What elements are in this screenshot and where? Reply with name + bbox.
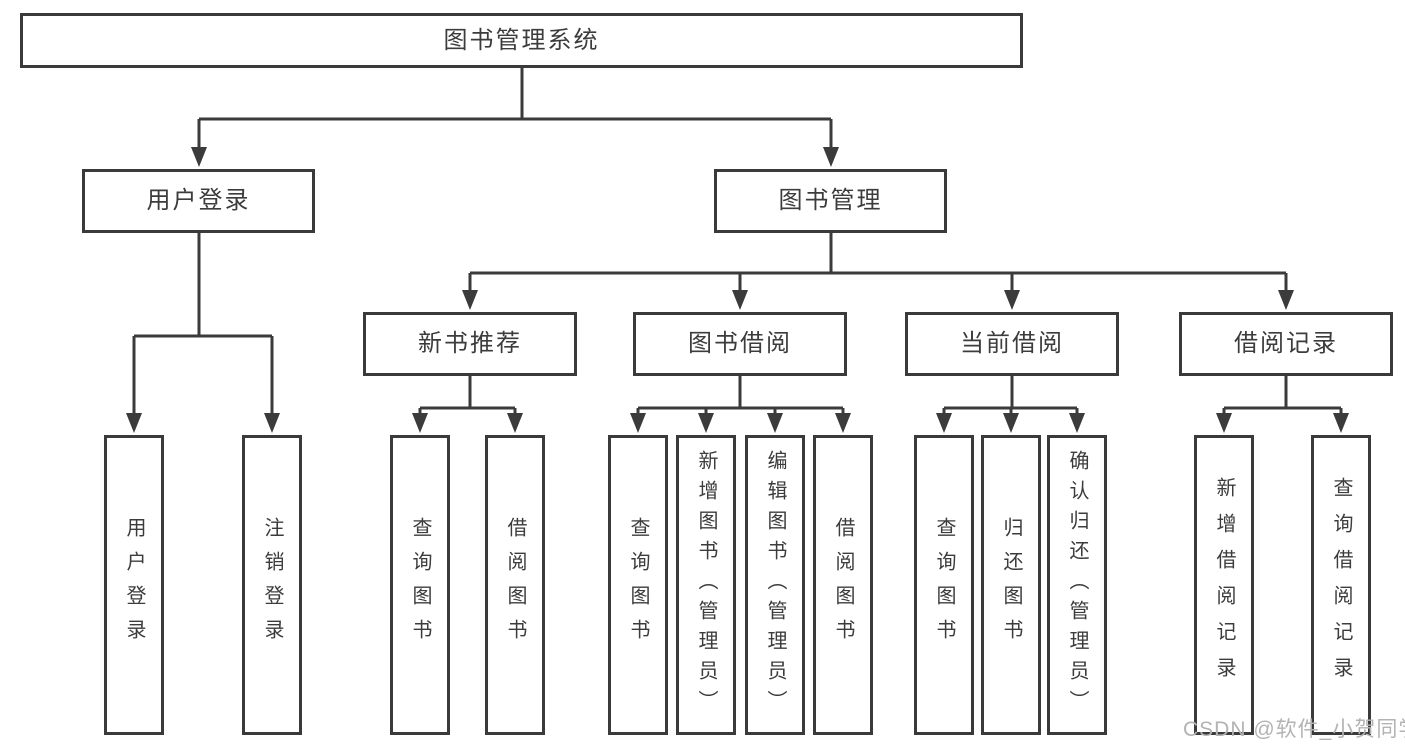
arrow-down-icon: [462, 290, 478, 310]
leaf-confirm-return-admin: 确认归还（管理员）: [1047, 435, 1107, 735]
arrow-down-icon: [936, 413, 952, 433]
arrow-down-icon: [264, 413, 280, 433]
node-book-borrowing: 图书借阅: [633, 312, 847, 376]
arrow-down-icon: [1003, 413, 1019, 433]
leaf-query-books-recommend: 查询图书: [390, 435, 450, 735]
arrow-down-icon: [1333, 413, 1349, 433]
arrow-down-icon: [1278, 290, 1294, 310]
leaf-borrow-books-recommend: 借阅图书: [485, 435, 545, 735]
arrow-down-icon: [823, 147, 839, 167]
leaf-add-borrow-record: 新增借阅记录: [1194, 435, 1254, 735]
node-borrowing-records: 借阅记录: [1179, 312, 1393, 376]
watermark: CSDN @软件_小贺同学: [1183, 718, 1405, 741]
leaf-query-books-borrow: 查询图书: [608, 435, 668, 735]
arrow-down-icon: [191, 147, 207, 167]
node-new-book-recommendation: 新书推荐: [363, 312, 577, 376]
arrow-down-icon: [732, 290, 748, 310]
node-root-system: 图书管理系统: [20, 13, 1023, 68]
leaf-query-borrow-record: 查询借阅记录: [1311, 435, 1371, 735]
leaf-query-books-current: 查询图书: [914, 435, 974, 735]
arrow-down-icon: [126, 413, 142, 433]
node-current-borrowing: 当前借阅: [905, 312, 1119, 376]
arrow-down-icon: [1069, 413, 1085, 433]
arrow-down-icon: [1004, 290, 1020, 310]
node-user-login-branch: 用户登录: [82, 169, 315, 233]
arrow-down-icon: [507, 413, 523, 433]
arrow-down-icon: [630, 413, 646, 433]
leaf-borrow-books: 借阅图书: [813, 435, 873, 735]
leaf-add-books-admin: 新增图书（管理员）: [676, 435, 736, 735]
arrow-down-icon: [1216, 413, 1232, 433]
connector-path: [132, 68, 1343, 417]
arrow-down-icon: [835, 413, 851, 433]
leaf-logout: 注销登录: [242, 435, 302, 735]
arrow-down-icon: [698, 413, 714, 433]
node-book-management-branch: 图书管理: [714, 169, 947, 233]
arrow-down-icon: [412, 413, 428, 433]
arrow-down-icon: [767, 413, 783, 433]
leaf-return-books: 归还图书: [981, 435, 1041, 735]
leaf-edit-books-admin: 编辑图书（管理员）: [745, 435, 805, 735]
leaf-user-login: 用户登录: [104, 435, 164, 735]
